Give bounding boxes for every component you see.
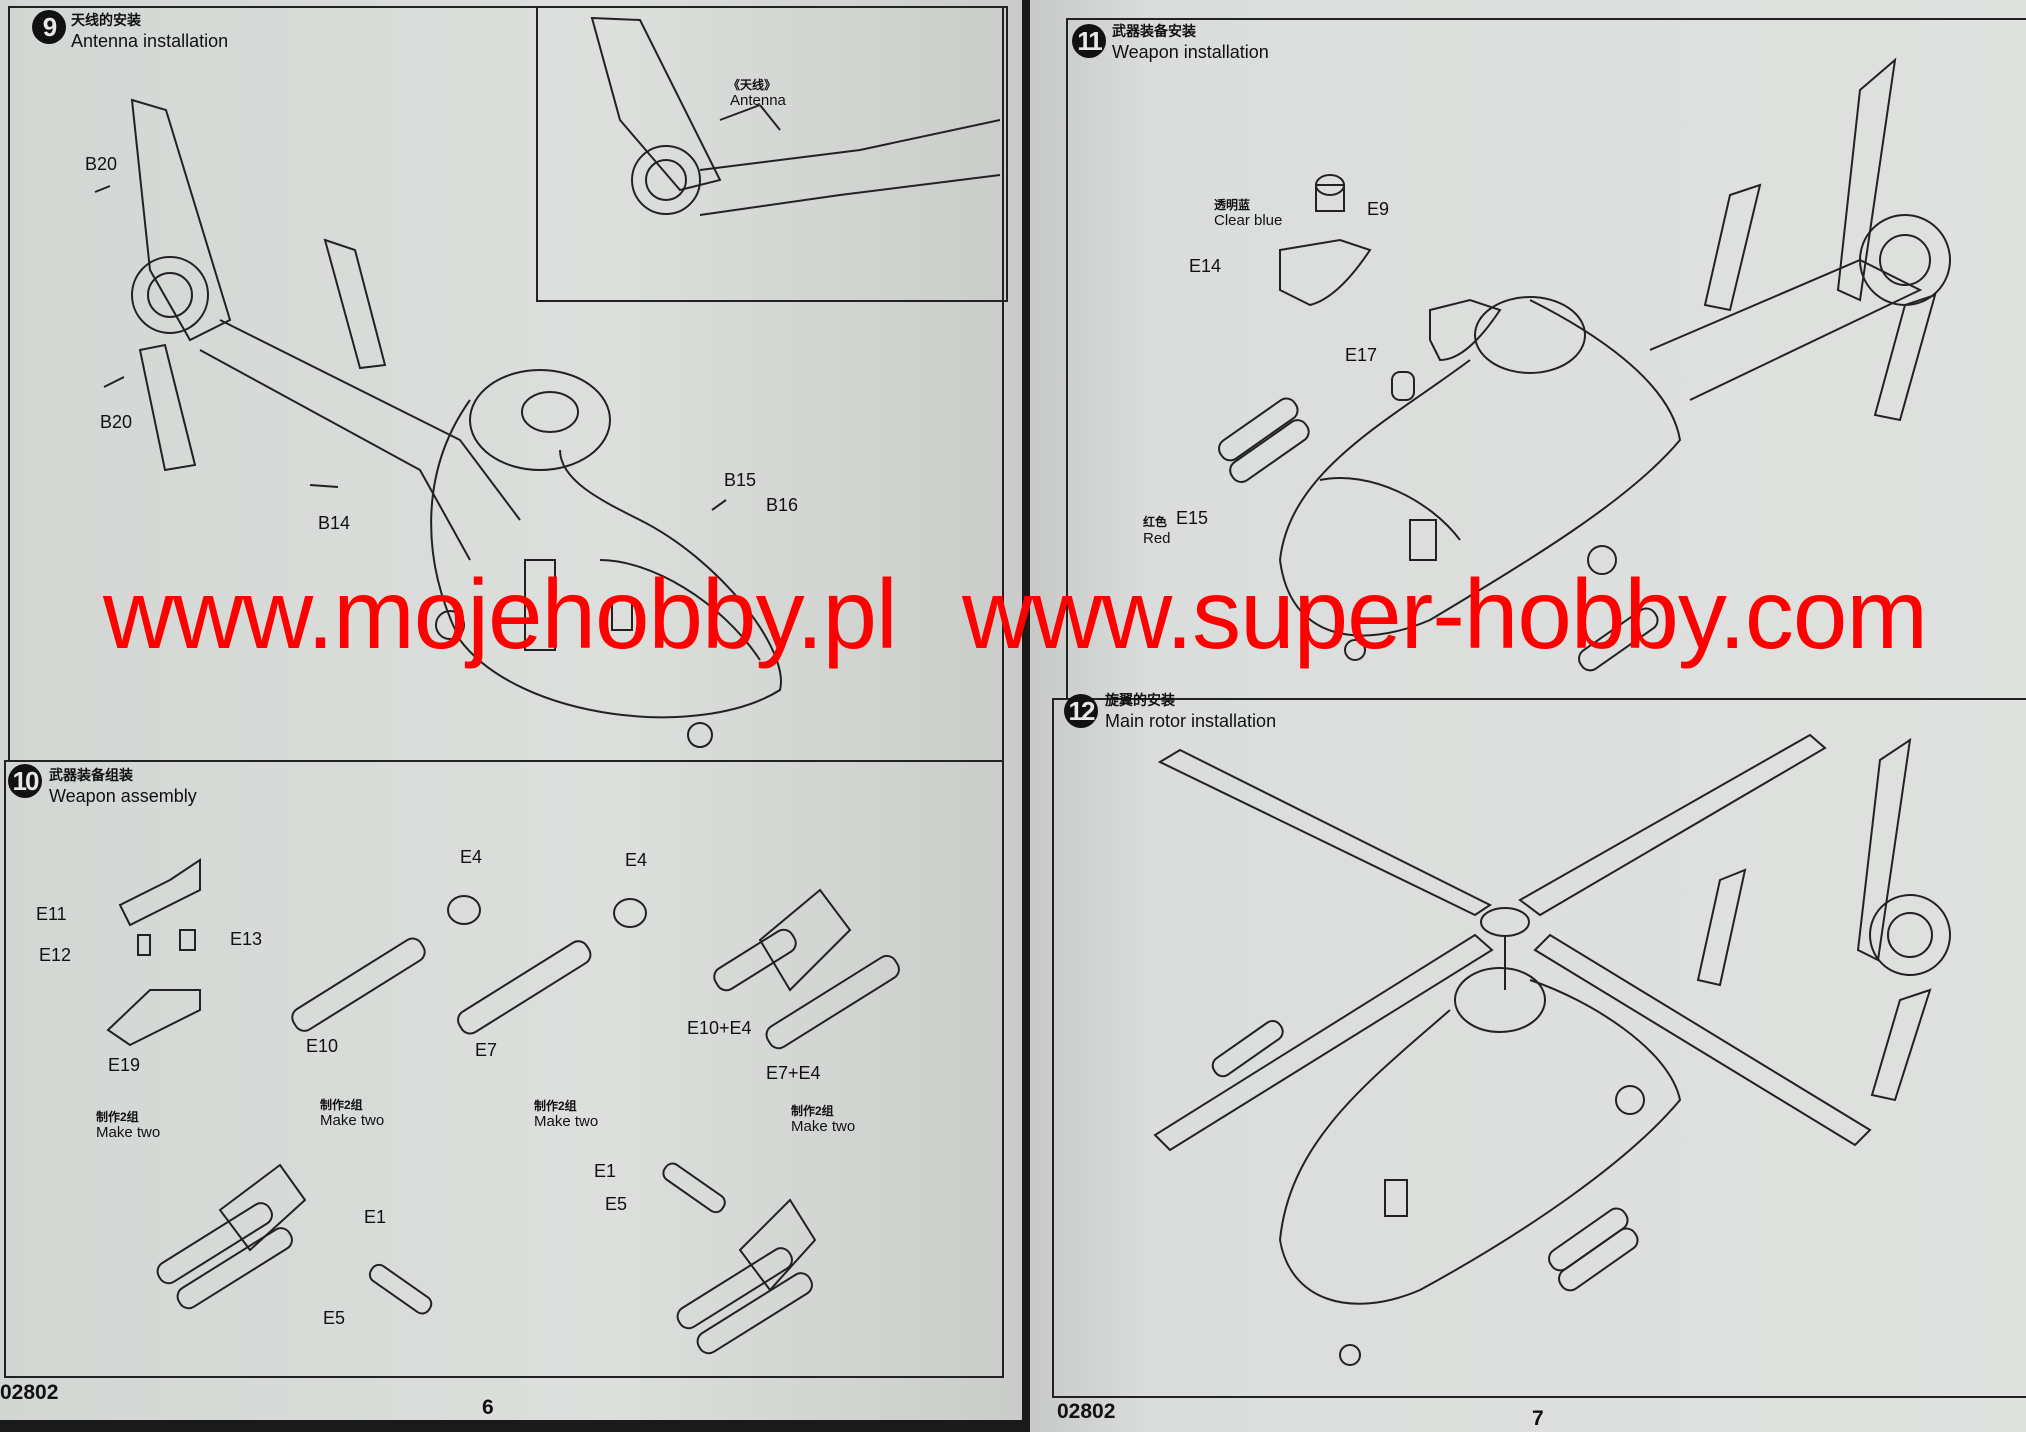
- step9-helicopter-drawing: [0, 0, 1022, 1420]
- red-cn: 红色: [1143, 515, 1168, 529]
- red-en: Red: [1143, 530, 1171, 547]
- part-label: E11: [36, 904, 67, 924]
- part-label: E15: [1176, 508, 1209, 528]
- step9-number-badge: 9: [32, 10, 66, 44]
- part-label: E7+E4: [766, 1063, 821, 1083]
- step11-panel: [1066, 18, 2026, 700]
- part-label: E9: [1367, 199, 1390, 219]
- left-page: 9 天线的安装 Antenna installation 《天线》 Antenn…: [0, 0, 1022, 1420]
- part-label: E13: [230, 929, 263, 949]
- watermark-super-hobby: www.super-hobby.com: [962, 559, 1928, 669]
- step12-number-badge: 12: [1064, 694, 1098, 728]
- make-two-en: Make two: [791, 1118, 856, 1135]
- step10-panel: [4, 760, 1004, 1378]
- step10-number-badge: 10: [8, 764, 42, 798]
- step10-title-cn: 武器装备组装: [49, 767, 133, 783]
- part-label: E12: [39, 945, 72, 965]
- part-label: E14: [1189, 256, 1222, 276]
- antenna-inset: [536, 6, 1008, 302]
- part-label: E19: [108, 1055, 141, 1075]
- part-label: E5: [323, 1308, 346, 1328]
- make-two-en: Make two: [96, 1124, 161, 1141]
- part-label: E4: [460, 847, 483, 867]
- clear-blue-en: Clear blue: [1214, 212, 1283, 229]
- part-label: E1: [594, 1161, 617, 1181]
- make-two-en: Make two: [320, 1112, 385, 1129]
- antenna-label-en: Antenna: [730, 92, 786, 109]
- step12-title-en: Main rotor installation: [1105, 711, 1277, 731]
- step11-title-en: Weapon installation: [1112, 42, 1269, 62]
- clear-blue-cn: 透明蓝: [1214, 198, 1251, 212]
- part-label: B14: [318, 513, 351, 533]
- right-page: 11 武器装备安装 Weapon installation 透明蓝 Clear …: [1030, 0, 2026, 1432]
- part-label: B16: [766, 495, 799, 515]
- part-label: E10+E4: [687, 1018, 752, 1038]
- part-label: E10: [306, 1036, 339, 1056]
- step9-panel: [8, 6, 1004, 760]
- part-label: E7: [475, 1040, 498, 1060]
- make-two-en: Make two: [534, 1113, 599, 1130]
- step9-title-cn: 天线的安装: [71, 12, 141, 28]
- watermark-mojehobby: www.mojehobby.pl: [103, 559, 898, 669]
- step11-title-cn: 武器装备安装: [1112, 23, 1196, 39]
- page-number: 6: [482, 1396, 494, 1419]
- step11-number-badge: 11: [1072, 24, 1106, 58]
- product-code: 02802: [1057, 1400, 1116, 1423]
- antenna-label-cn: 《天线》: [728, 78, 777, 92]
- make-two-cn: 制作2组: [96, 1110, 139, 1124]
- product-code: 02802: [0, 1381, 59, 1404]
- make-two-cn: 制作2组: [791, 1104, 834, 1118]
- part-label: E17: [1345, 345, 1378, 365]
- step11-12-helicopter-drawings: [1153, 57, 1951, 1366]
- part-label: B20: [85, 154, 118, 174]
- step9-title-en: Antenna installation: [71, 31, 229, 51]
- make-two-cn: 制作2组: [534, 1099, 577, 1113]
- page-number: 7: [1532, 1407, 1544, 1430]
- step10-title-en: Weapon assembly: [49, 786, 197, 806]
- part-label: E5: [605, 1194, 628, 1214]
- step12-panel: [1052, 698, 2026, 1398]
- part-label: E1: [364, 1207, 387, 1227]
- make-two-cn: 制作2组: [320, 1098, 363, 1112]
- part-label: E4: [625, 850, 648, 870]
- part-label: B15: [724, 470, 757, 490]
- part-label: B20: [100, 412, 133, 432]
- step12-title-cn: 旋翼的安装: [1105, 692, 1175, 708]
